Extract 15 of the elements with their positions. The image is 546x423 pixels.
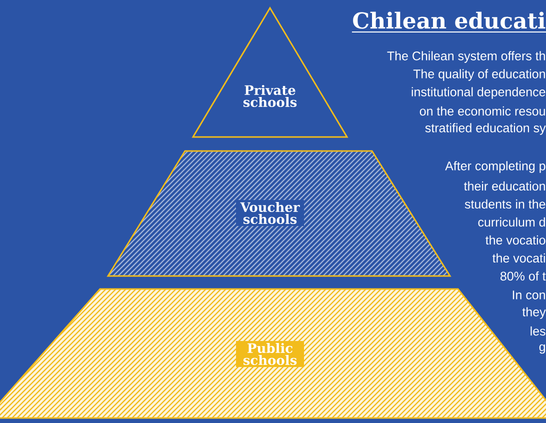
text-line: their education — [464, 181, 545, 191]
text-line: the vocatio — [486, 235, 546, 245]
text-line: The Chilean system offers th — [387, 51, 545, 63]
text-line: The quality of education — [413, 69, 545, 81]
text-line: g — [539, 344, 545, 354]
text-line: the vocati — [492, 253, 545, 263]
text-line: In con — [512, 290, 545, 300]
text-line: on the economic resou — [420, 106, 545, 116]
text-line: stratified education sy — [425, 123, 546, 135]
text-line: institutional dependence — [412, 87, 546, 99]
title: Chilean educati — [351, 12, 546, 32]
text-line: they — [522, 307, 546, 319]
text-line: les — [530, 326, 546, 336]
text-line: curriculum d — [478, 217, 545, 227]
text-line: students in the — [464, 199, 546, 209]
